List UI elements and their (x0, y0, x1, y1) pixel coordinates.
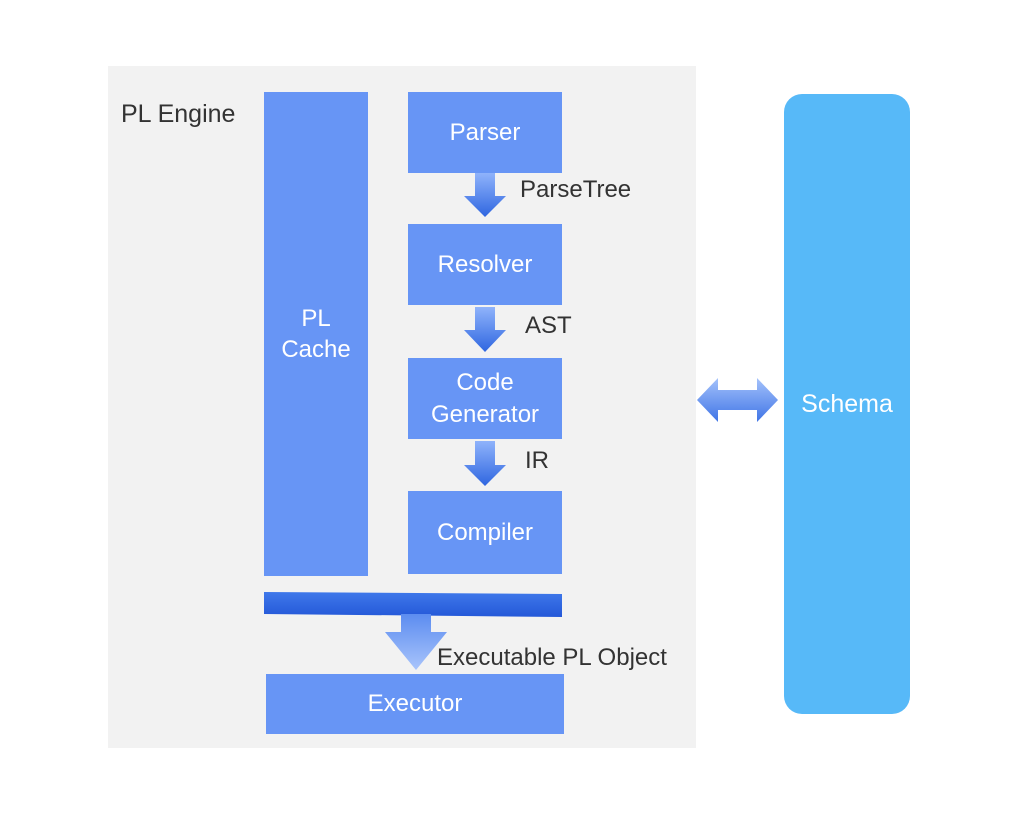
arrow-resolver-to-codegen (464, 307, 506, 352)
pl-cache-box: PL Cache (264, 92, 368, 576)
arrow-codegen-to-compiler (464, 441, 506, 486)
arrow-to-executor (385, 614, 447, 670)
bidirectional-arrow (697, 378, 778, 422)
ast-label: AST (525, 312, 572, 339)
schema-box: Schema (784, 94, 910, 714)
pl-engine-label: PL Engine (121, 100, 236, 128)
arrow-parser-to-resolver (464, 173, 506, 217)
parsetree-label: ParseTree (520, 176, 632, 203)
executable-pl-object-label: Executable PL Object (437, 644, 667, 671)
resolver-box: Resolver (408, 224, 562, 305)
merge-bar (264, 592, 562, 617)
compiler-box: Compiler (408, 491, 562, 574)
executor-box: Executor (266, 674, 564, 734)
parser-box: Parser (408, 92, 562, 173)
ir-label: IR (525, 447, 549, 474)
code-generator-box: Code Generator (408, 358, 562, 439)
